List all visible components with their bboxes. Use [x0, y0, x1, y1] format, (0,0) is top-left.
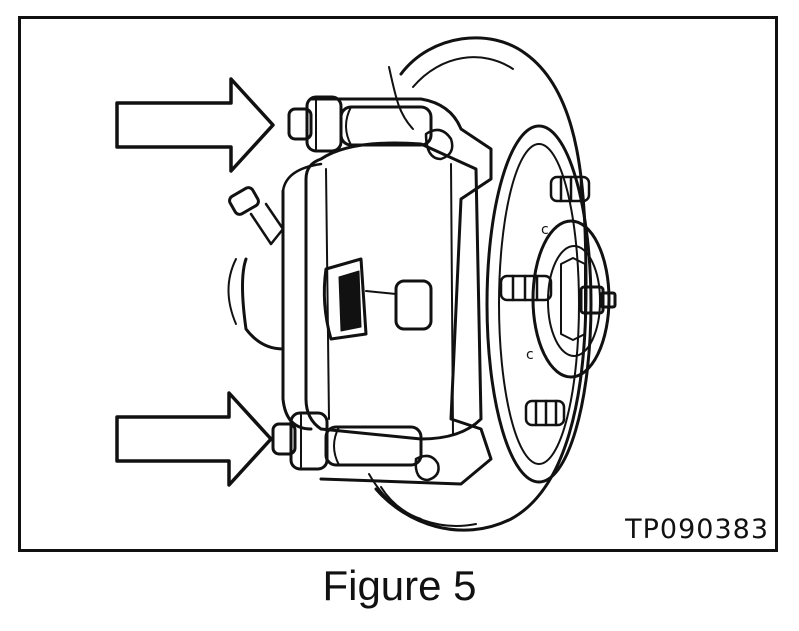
- upper-caliper-bolt-arrow: [115, 77, 275, 173]
- figure-code: TP090383: [625, 514, 769, 545]
- caliper-body: [227, 141, 483, 441]
- lower-caliper-bolt-arrow: [115, 391, 273, 487]
- svg-text:c: c: [541, 222, 549, 238]
- figure-caption: Figure 5: [322, 562, 477, 609]
- svg-text:c: c: [526, 347, 534, 363]
- caliper-bracket: [309, 97, 493, 486]
- figure-frame: c c: [18, 16, 778, 552]
- wheel-hub: c c: [526, 219, 617, 379]
- rotor-disc: [368, 36, 593, 532]
- wheel-studs: [499, 175, 591, 427]
- brake-caliper-illustration: c c: [115, 36, 617, 532]
